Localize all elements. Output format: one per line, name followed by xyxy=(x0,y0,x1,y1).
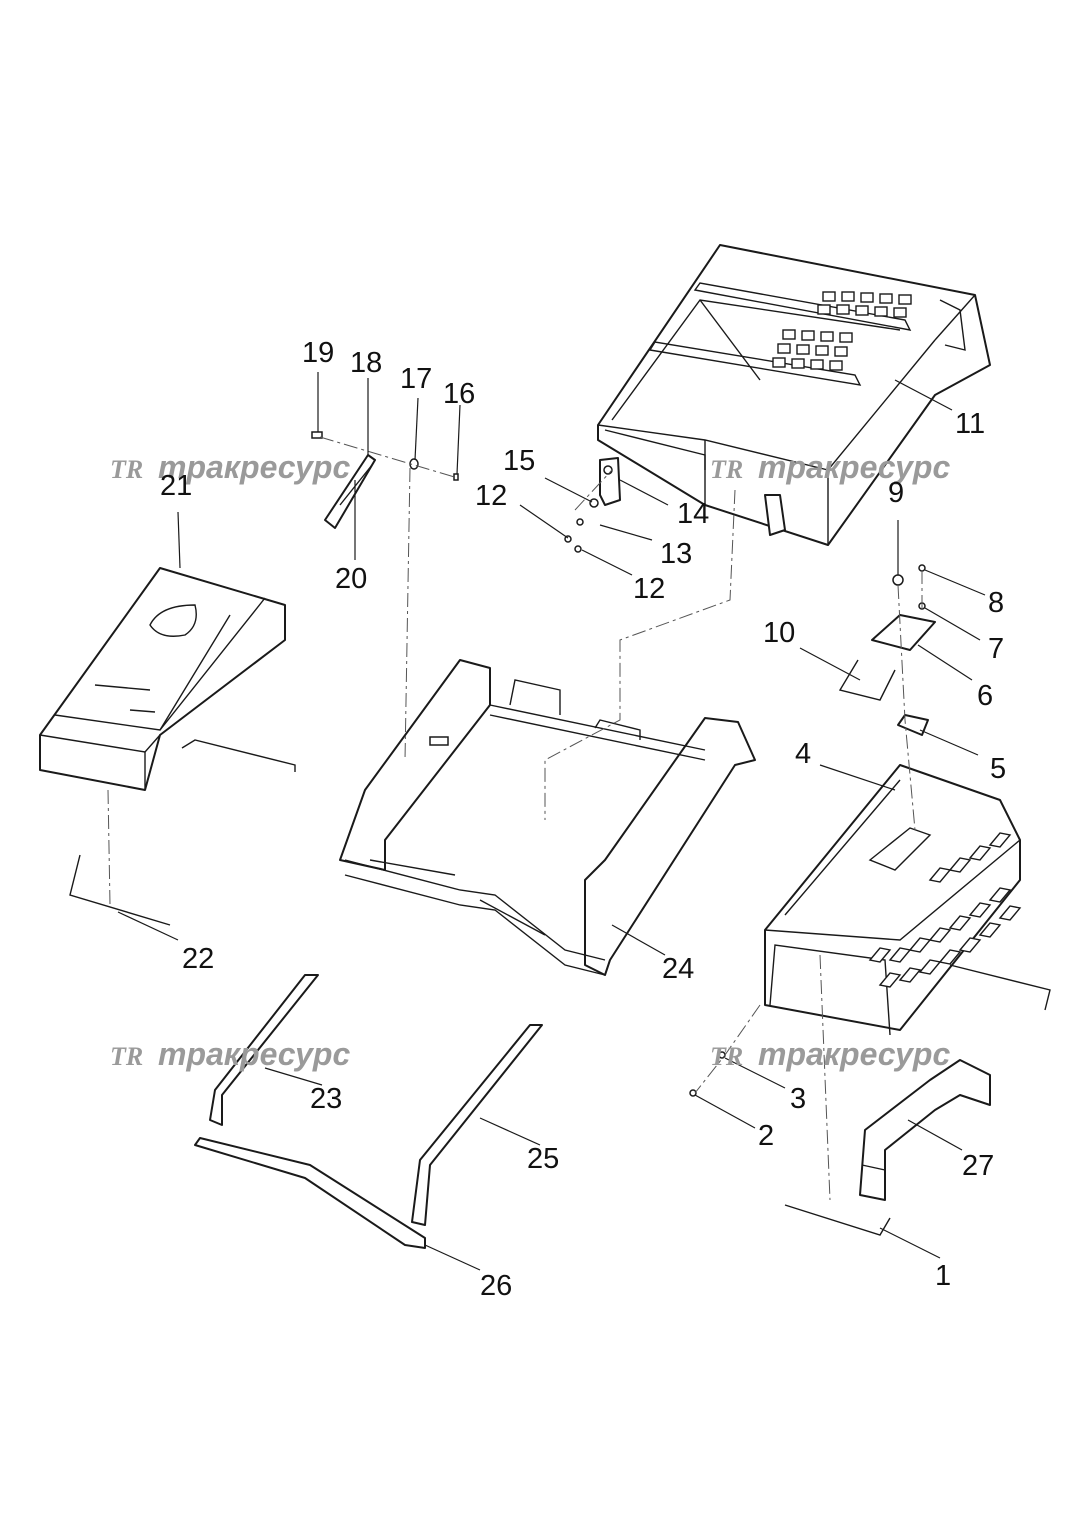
callout-12-lower: 12 xyxy=(633,573,665,605)
callout-labels: 1 2 3 4 5 6 7 8 9 10 11 12 12 13 14 15 1… xyxy=(160,337,1006,1302)
part-25-seal-strip xyxy=(411,1024,543,1226)
watermark-logo: TR xyxy=(110,1042,143,1071)
callout-16: 16 xyxy=(443,378,475,410)
watermark-logo: TR xyxy=(710,1042,743,1071)
hardware-12-13-15 xyxy=(564,498,599,553)
callout-4: 4 xyxy=(795,738,811,770)
part-6-plate xyxy=(871,614,936,651)
callout-10: 10 xyxy=(763,617,795,649)
callout-20: 20 xyxy=(335,563,367,595)
assembly-lines xyxy=(107,436,923,1201)
part-4-vent-rows xyxy=(868,832,1022,988)
part-23-seal-strip xyxy=(209,974,319,1126)
part-21-edge-bar xyxy=(181,739,296,772)
part-21-left-panel xyxy=(39,567,286,791)
callout-5: 5 xyxy=(990,753,1006,785)
callout-9: 9 xyxy=(888,477,904,509)
part-11-vent-grid-a xyxy=(817,291,912,318)
callout-6: 6 xyxy=(977,680,993,712)
callout-24: 24 xyxy=(662,953,694,985)
watermark-text: тракресурс xyxy=(158,449,350,485)
watermark-3: TR тракресурс xyxy=(110,1036,350,1072)
watermark-2: TR тракресурс xyxy=(710,449,950,485)
watermark-text: тракресурс xyxy=(758,1036,950,1072)
callout-26: 26 xyxy=(480,1270,512,1302)
leader-lines xyxy=(117,372,986,1271)
callout-22: 22 xyxy=(182,943,214,975)
callout-14: 14 xyxy=(677,498,709,530)
callout-18: 18 xyxy=(350,347,382,379)
callout-12-upper: 12 xyxy=(475,480,507,512)
part-20-strut xyxy=(324,454,376,529)
part-4-edge-bar xyxy=(949,964,1051,1011)
callout-1: 1 xyxy=(935,1260,951,1292)
callout-2: 2 xyxy=(758,1120,774,1152)
watermark-logo: TR xyxy=(110,455,143,484)
callout-13: 13 xyxy=(660,538,692,570)
part-14-hinge xyxy=(599,457,786,536)
part-4-right-cover xyxy=(764,764,1021,1036)
callout-3: 3 xyxy=(790,1083,806,1115)
part-10-bracket xyxy=(838,659,896,701)
watermark-text: тракресурс xyxy=(758,449,950,485)
callout-23: 23 xyxy=(310,1083,342,1115)
watermark-text: тракресурс xyxy=(158,1036,350,1072)
watermark-logo: TR xyxy=(710,455,743,484)
callout-15: 15 xyxy=(503,445,535,477)
callout-19: 19 xyxy=(302,337,334,369)
part-22-seal xyxy=(69,854,171,926)
part-27-side-guard xyxy=(859,1059,991,1201)
callout-8: 8 xyxy=(988,587,1004,619)
part-24-frame xyxy=(339,659,756,976)
callout-17: 17 xyxy=(400,363,432,395)
watermark-1: TR тракресурс xyxy=(110,449,350,485)
watermark-4: TR тракресурс xyxy=(710,1036,950,1072)
part-11-hood xyxy=(597,244,991,546)
hardware-16-17-19 xyxy=(311,431,459,481)
part-11-vent-grid-b xyxy=(772,329,853,371)
callout-21: 21 xyxy=(160,470,192,502)
callout-25: 25 xyxy=(527,1143,559,1175)
callout-27: 27 xyxy=(962,1150,994,1182)
callout-7: 7 xyxy=(988,633,1004,665)
part-1-seal xyxy=(784,1204,891,1236)
part-26-seal-strip xyxy=(194,1137,426,1249)
callout-11: 11 xyxy=(955,408,985,440)
